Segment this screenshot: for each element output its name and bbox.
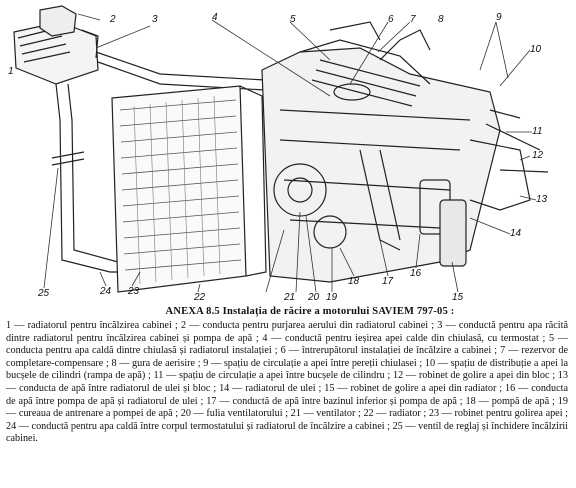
part-number-14: 14 bbox=[510, 228, 522, 239]
part-number-9: 9 bbox=[496, 12, 502, 23]
figure-caption: ANEXA 8.5 Instalația de răcire a motorul… bbox=[165, 306, 455, 317]
part-number-2: 2 bbox=[110, 14, 116, 25]
part-number-16: 16 bbox=[410, 268, 422, 279]
part-number-15: 15 bbox=[452, 292, 464, 303]
part-number-24: 24 bbox=[100, 286, 112, 297]
engine-block bbox=[261, 21, 549, 283]
part-number-23: 23 bbox=[128, 286, 140, 297]
part-number-25: 25 bbox=[38, 288, 50, 299]
part-number-19: 19 bbox=[326, 292, 338, 303]
part-number-10: 10 bbox=[530, 44, 542, 55]
engine-cooling-drawing bbox=[13, 5, 549, 293]
part-number-8: 8 bbox=[438, 14, 444, 25]
leader-lines bbox=[43, 13, 537, 293]
part-number-12: 12 bbox=[532, 150, 544, 161]
part-number-7: 7 bbox=[410, 14, 416, 25]
main-radiator bbox=[111, 85, 267, 293]
part-number-21: 21 bbox=[284, 292, 296, 303]
part-number-3: 3 bbox=[152, 14, 158, 25]
part-number-22: 22 bbox=[194, 292, 206, 303]
figure-legend: 1 — radiatorul pentru încălzirea cabinei… bbox=[6, 320, 568, 445]
part-number-13: 13 bbox=[536, 194, 548, 205]
part-number-1: 1 bbox=[8, 66, 14, 77]
part-number-18: 18 bbox=[348, 276, 360, 287]
part-number-5: 5 bbox=[290, 14, 296, 25]
part-number-4: 4 bbox=[212, 12, 218, 23]
cabin-heater-radiator bbox=[13, 5, 99, 85]
part-number-11: 11 bbox=[532, 126, 543, 137]
part-number-20: 20 bbox=[308, 292, 320, 303]
part-number-6: 6 bbox=[388, 14, 394, 25]
part-number-17: 17 bbox=[382, 276, 394, 287]
heater-valve bbox=[51, 151, 85, 166]
